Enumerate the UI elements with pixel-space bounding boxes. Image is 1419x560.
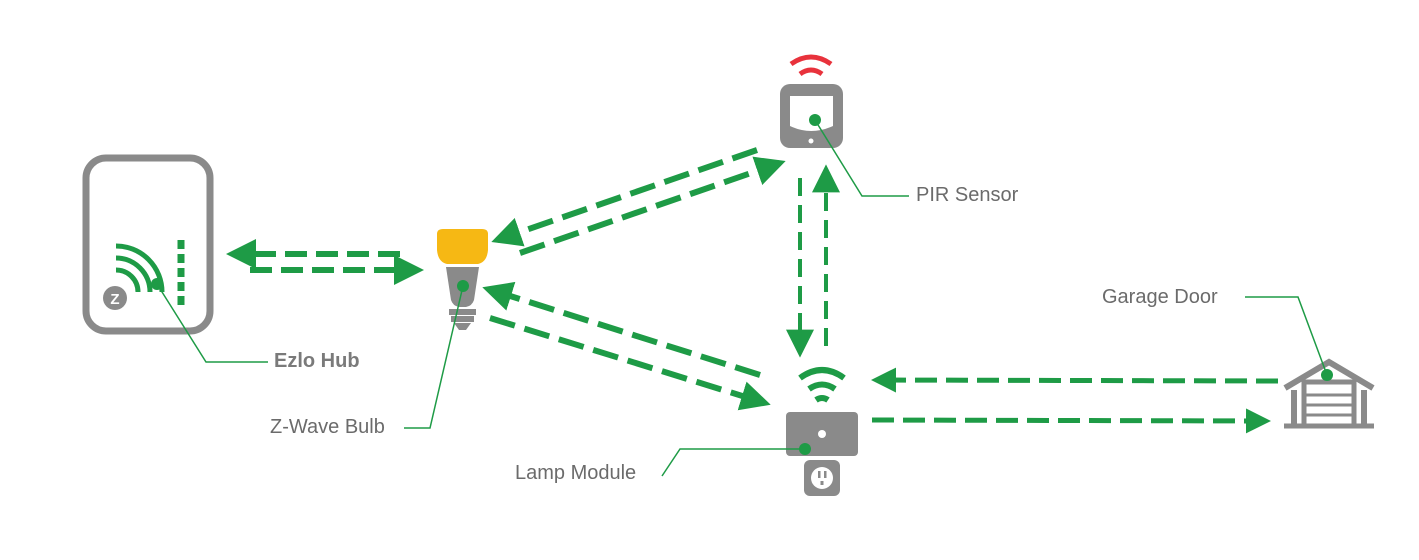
link-bulb-to-pir (519, 156, 786, 256)
pir-sensor-label: PIR Sensor (916, 184, 1019, 206)
pir-sensor-icon (780, 54, 843, 148)
hub-label: Ezlo Hub (274, 350, 360, 372)
garage-callout-line (1245, 296, 1328, 376)
link-lamp-to-garage (871, 408, 1271, 434)
hub-callout-line (156, 283, 268, 363)
link-pir-to-bulb (491, 147, 758, 247)
bulb-callout-line (404, 285, 464, 429)
pir-callout-line (814, 119, 909, 197)
lamp-callout-line (661, 448, 805, 477)
bulb-icon (437, 229, 488, 330)
mesh-links (226, 147, 1279, 434)
link-lamp-to-bulb (482, 281, 761, 378)
link-garage-to-lamp (871, 367, 1279, 393)
hub-icon: Z (82, 154, 214, 335)
lamp-module-label: Lamp Module (515, 462, 637, 484)
svg-text:Z: Z (110, 291, 119, 308)
bulb-label: Z-Wave Bulb (270, 416, 385, 438)
lamp-module-icon (786, 367, 858, 496)
garage-door-icon (1283, 358, 1375, 429)
zwave-logo-icon: Z (103, 286, 127, 310)
link-bulb-to-lamp (489, 315, 771, 411)
garage-door-label: Garage Door (1102, 286, 1218, 308)
signal-icon (798, 367, 846, 403)
